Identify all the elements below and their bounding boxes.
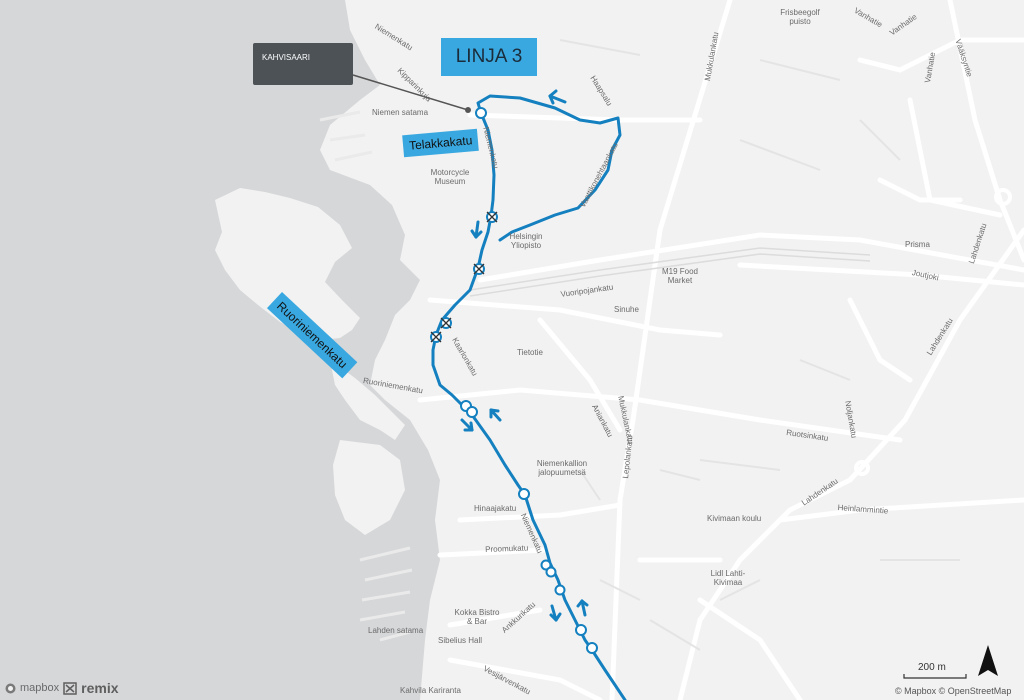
direction-arrow-icon [460, 89, 589, 622]
stop-icon [554, 584, 566, 596]
place-niemen-satama: Niemen satama [372, 108, 429, 117]
callout-leader [352, 74, 469, 111]
stop-icon [575, 624, 587, 636]
stop-callout[interactable]: KAHVISAARI [253, 43, 353, 85]
place-sibelius: Sibelius Hall [438, 636, 483, 645]
street-proomukatu: Proomukatu [485, 543, 529, 554]
place-m19: M19 Food Market [661, 267, 699, 286]
place-helsingin-yliopisto: Helsingin Yliopisto [509, 232, 543, 251]
stop-icon [586, 642, 598, 654]
stop-icon [466, 406, 478, 418]
place-prisma: Prisma [905, 240, 930, 249]
brand-logos: mapbox remix [5, 680, 119, 696]
stop-icon [475, 107, 487, 119]
scale-bar [903, 674, 967, 679]
place-niemenkallion: Niemenkallion jalopuumetsä [536, 459, 588, 478]
place-kahvila: Kahvila Kariranta [400, 686, 461, 695]
street-hinaajakatu: Hinaajakatu [474, 504, 517, 513]
place-frisbeegolf: Frisbeegolf puisto [780, 8, 820, 27]
north-arrow-icon [978, 645, 998, 676]
peninsula [215, 188, 360, 340]
street-tietotie: Tietotie [517, 348, 543, 357]
remix-logo-icon [63, 681, 77, 695]
map-attribution[interactable]: © Mapbox © OpenStreetMap [895, 686, 1012, 696]
lake-water [0, 0, 440, 700]
place-motorcycle-museum: Motorcycle Museum [430, 168, 470, 187]
mapbox-logo-icon [5, 683, 16, 693]
route-title: LINJA 3 [441, 38, 537, 76]
mapbox-wordmark: mapbox [20, 682, 60, 694]
place-kokka: Kokka Bistro & Bar [454, 608, 500, 627]
place-sinuhe: Sinuhe [614, 305, 639, 314]
stops [460, 107, 598, 654]
stop-icon [545, 566, 557, 578]
stop-icon [518, 488, 530, 500]
remix-wordmark: remix [81, 680, 119, 696]
place-lidl: Lidl Lahti-Kivimaa [710, 569, 746, 588]
place-kivimaan-koulu: Kivimaan koulu [707, 514, 762, 523]
scale-label: 200 m [918, 662, 946, 673]
place-lahden-satama: Lahden satama [368, 626, 424, 635]
roads [417, 0, 1024, 700]
closed-stop-icon [430, 211, 498, 343]
